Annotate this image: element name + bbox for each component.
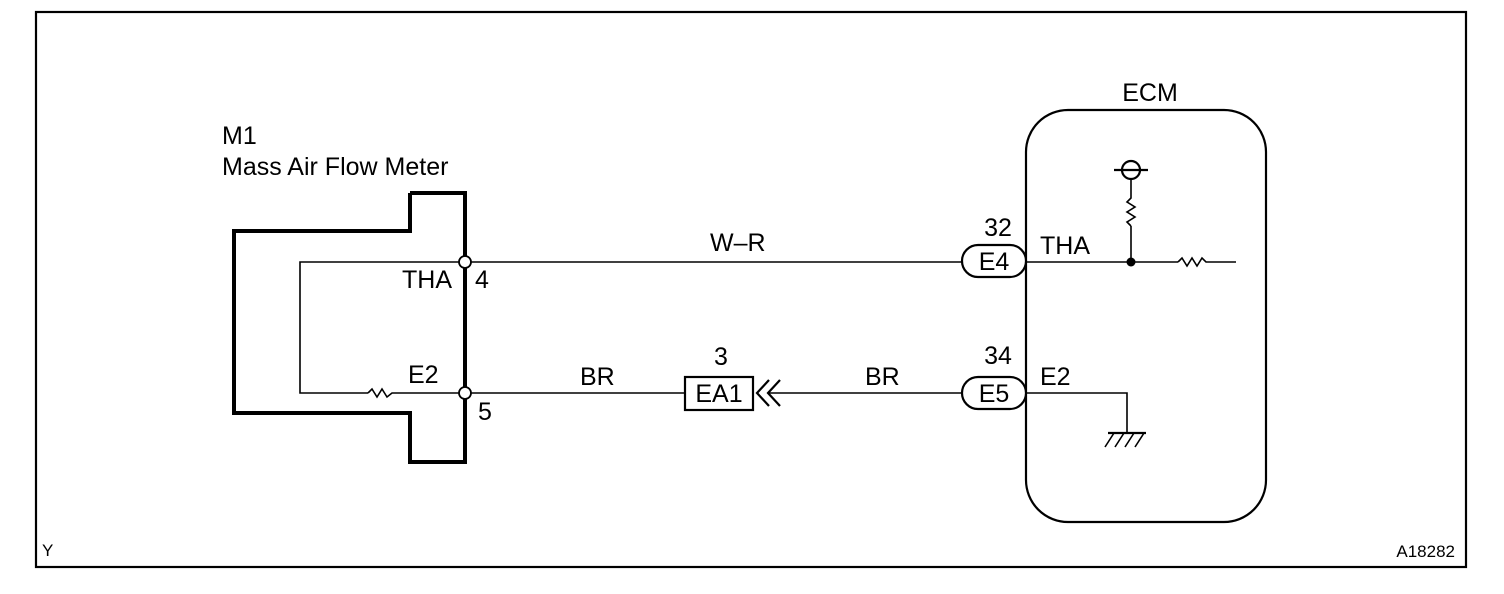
junction-id: EA1 [695, 380, 742, 408]
meter-internal-wire [299, 261, 465, 394]
junction-pin: 3 [714, 343, 728, 371]
meter-pin-label-tha: THA [402, 266, 452, 294]
meter-thermistor-label: E2 [408, 361, 439, 389]
wire-tha-color: W–R [710, 229, 766, 257]
meter-thermistor [367, 387, 465, 399]
ecm-input-resistor [1177, 256, 1236, 268]
ecm-connector-e5-pin: 34 [984, 342, 1012, 370]
wire-e2-color-left: BR [580, 363, 615, 391]
mass-air-flow-meter: M1 Mass Air Flow Meter E2 THA 4 5 [222, 122, 492, 464]
ecm-signal-tha: THA [1040, 232, 1090, 260]
ecm-connector-e4-pin: 32 [984, 214, 1012, 242]
ecm-pullup-resistor [1125, 180, 1137, 227]
junction-box [683, 375, 755, 412]
ecm-ground-line [1026, 392, 1128, 433]
meter-id: M1 [222, 122, 257, 150]
ground-hatch [1124, 432, 1135, 448]
ground-hatch [1104, 432, 1115, 448]
corner-label-right: A18282 [1396, 542, 1455, 561]
ecm-connector-e4 [960, 243, 1028, 279]
ecm-signal-e2: E2 [1040, 363, 1071, 391]
terminal-e2 [458, 386, 472, 400]
terminal-tha [458, 255, 472, 269]
ecm-connector-e4-id: E4 [979, 248, 1010, 276]
corner-label-left: Y [42, 541, 53, 560]
ecm-title: ECM [1122, 79, 1178, 107]
junction-connector-ea1: EA1 3 [683, 343, 781, 412]
ecm: ECM E4 32 THA E5 34 E2 [960, 79, 1268, 524]
ground-hatch [1134, 432, 1145, 448]
meter-pin-number-4: 4 [475, 266, 489, 294]
ecm-box [1024, 108, 1268, 524]
connector-chevron-icon [755, 379, 770, 407]
diagram-frame [34, 10, 1468, 569]
meter-housing [232, 191, 467, 464]
meter-pin-number-5: 5 [478, 398, 492, 426]
ecm-connector-e5-id: E5 [979, 380, 1010, 408]
meter-name: Mass Air Flow Meter [222, 153, 448, 181]
wire-e2-color-right: BR [865, 363, 900, 391]
ground-hatch [1114, 432, 1125, 448]
